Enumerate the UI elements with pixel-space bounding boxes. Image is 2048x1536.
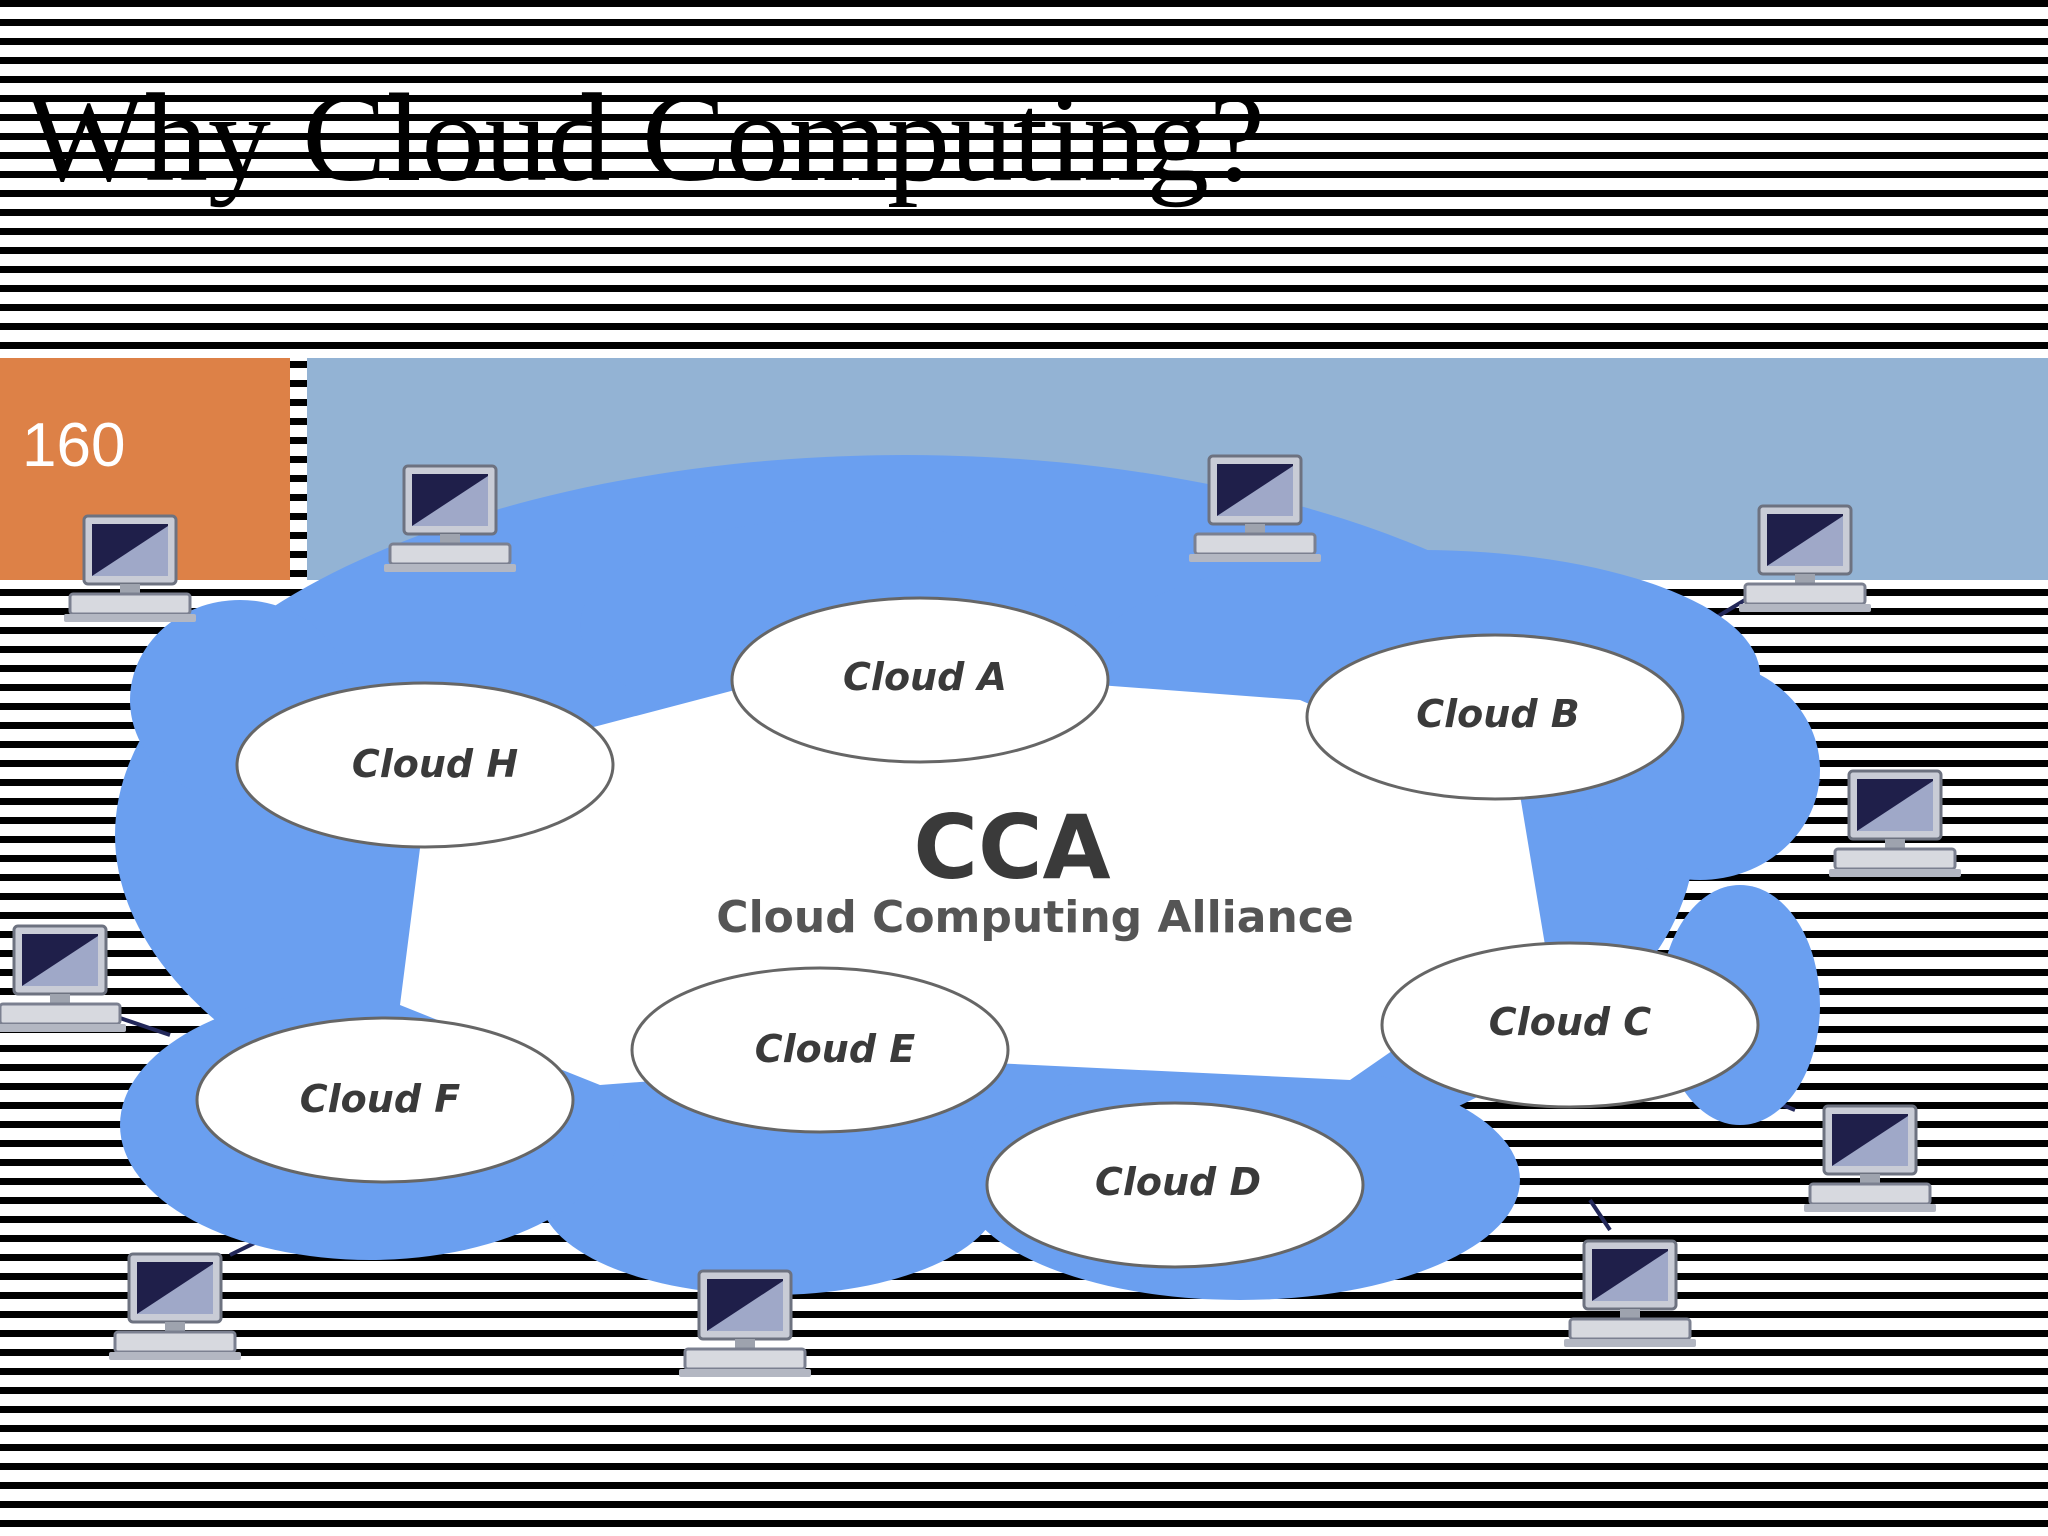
computer-icon <box>1562 1239 1698 1349</box>
cloud-a: Cloud A <box>730 596 1110 764</box>
computer-icon <box>1827 769 1963 879</box>
cloud-a-label: Cloud A <box>843 655 1007 699</box>
computer-icon <box>1802 1104 1938 1214</box>
cloud-d: Cloud D <box>985 1101 1365 1269</box>
cloud-e-label: Cloud E <box>755 1027 916 1071</box>
computer-icon <box>677 1269 813 1379</box>
computer-icon <box>107 1252 243 1362</box>
cloud-h-label: Cloud H <box>352 742 518 786</box>
cloud-h: Cloud H <box>235 681 615 849</box>
cloud-d-label: Cloud D <box>1095 1160 1261 1204</box>
cca-subtitle: Cloud Computing Alliance <box>716 892 1353 943</box>
cca-title: CCA <box>913 796 1110 899</box>
cloud-e: Cloud E <box>630 966 1010 1134</box>
cloud-f: Cloud F <box>195 1016 575 1184</box>
cca-diagram: CCA Cloud Computing Alliance Cloud A Clo… <box>0 454 1963 1379</box>
cloud-b-label: Cloud B <box>1416 692 1579 736</box>
computer-icon <box>1187 454 1323 564</box>
computer-icon <box>382 464 518 574</box>
cca-inner-region <box>400 665 1545 1085</box>
computer-icon <box>62 514 198 624</box>
cloud-f-label: Cloud F <box>300 1077 461 1121</box>
cloud-c: Cloud C <box>1380 941 1760 1109</box>
page-number: 160 <box>22 411 126 480</box>
cloud-c-label: Cloud C <box>1489 1000 1652 1044</box>
computer-icon <box>1737 504 1873 614</box>
computer-icon <box>0 924 128 1034</box>
slide-title: Why Cloud Computing? <box>26 69 1265 208</box>
cloud-b: Cloud B <box>1305 633 1685 801</box>
